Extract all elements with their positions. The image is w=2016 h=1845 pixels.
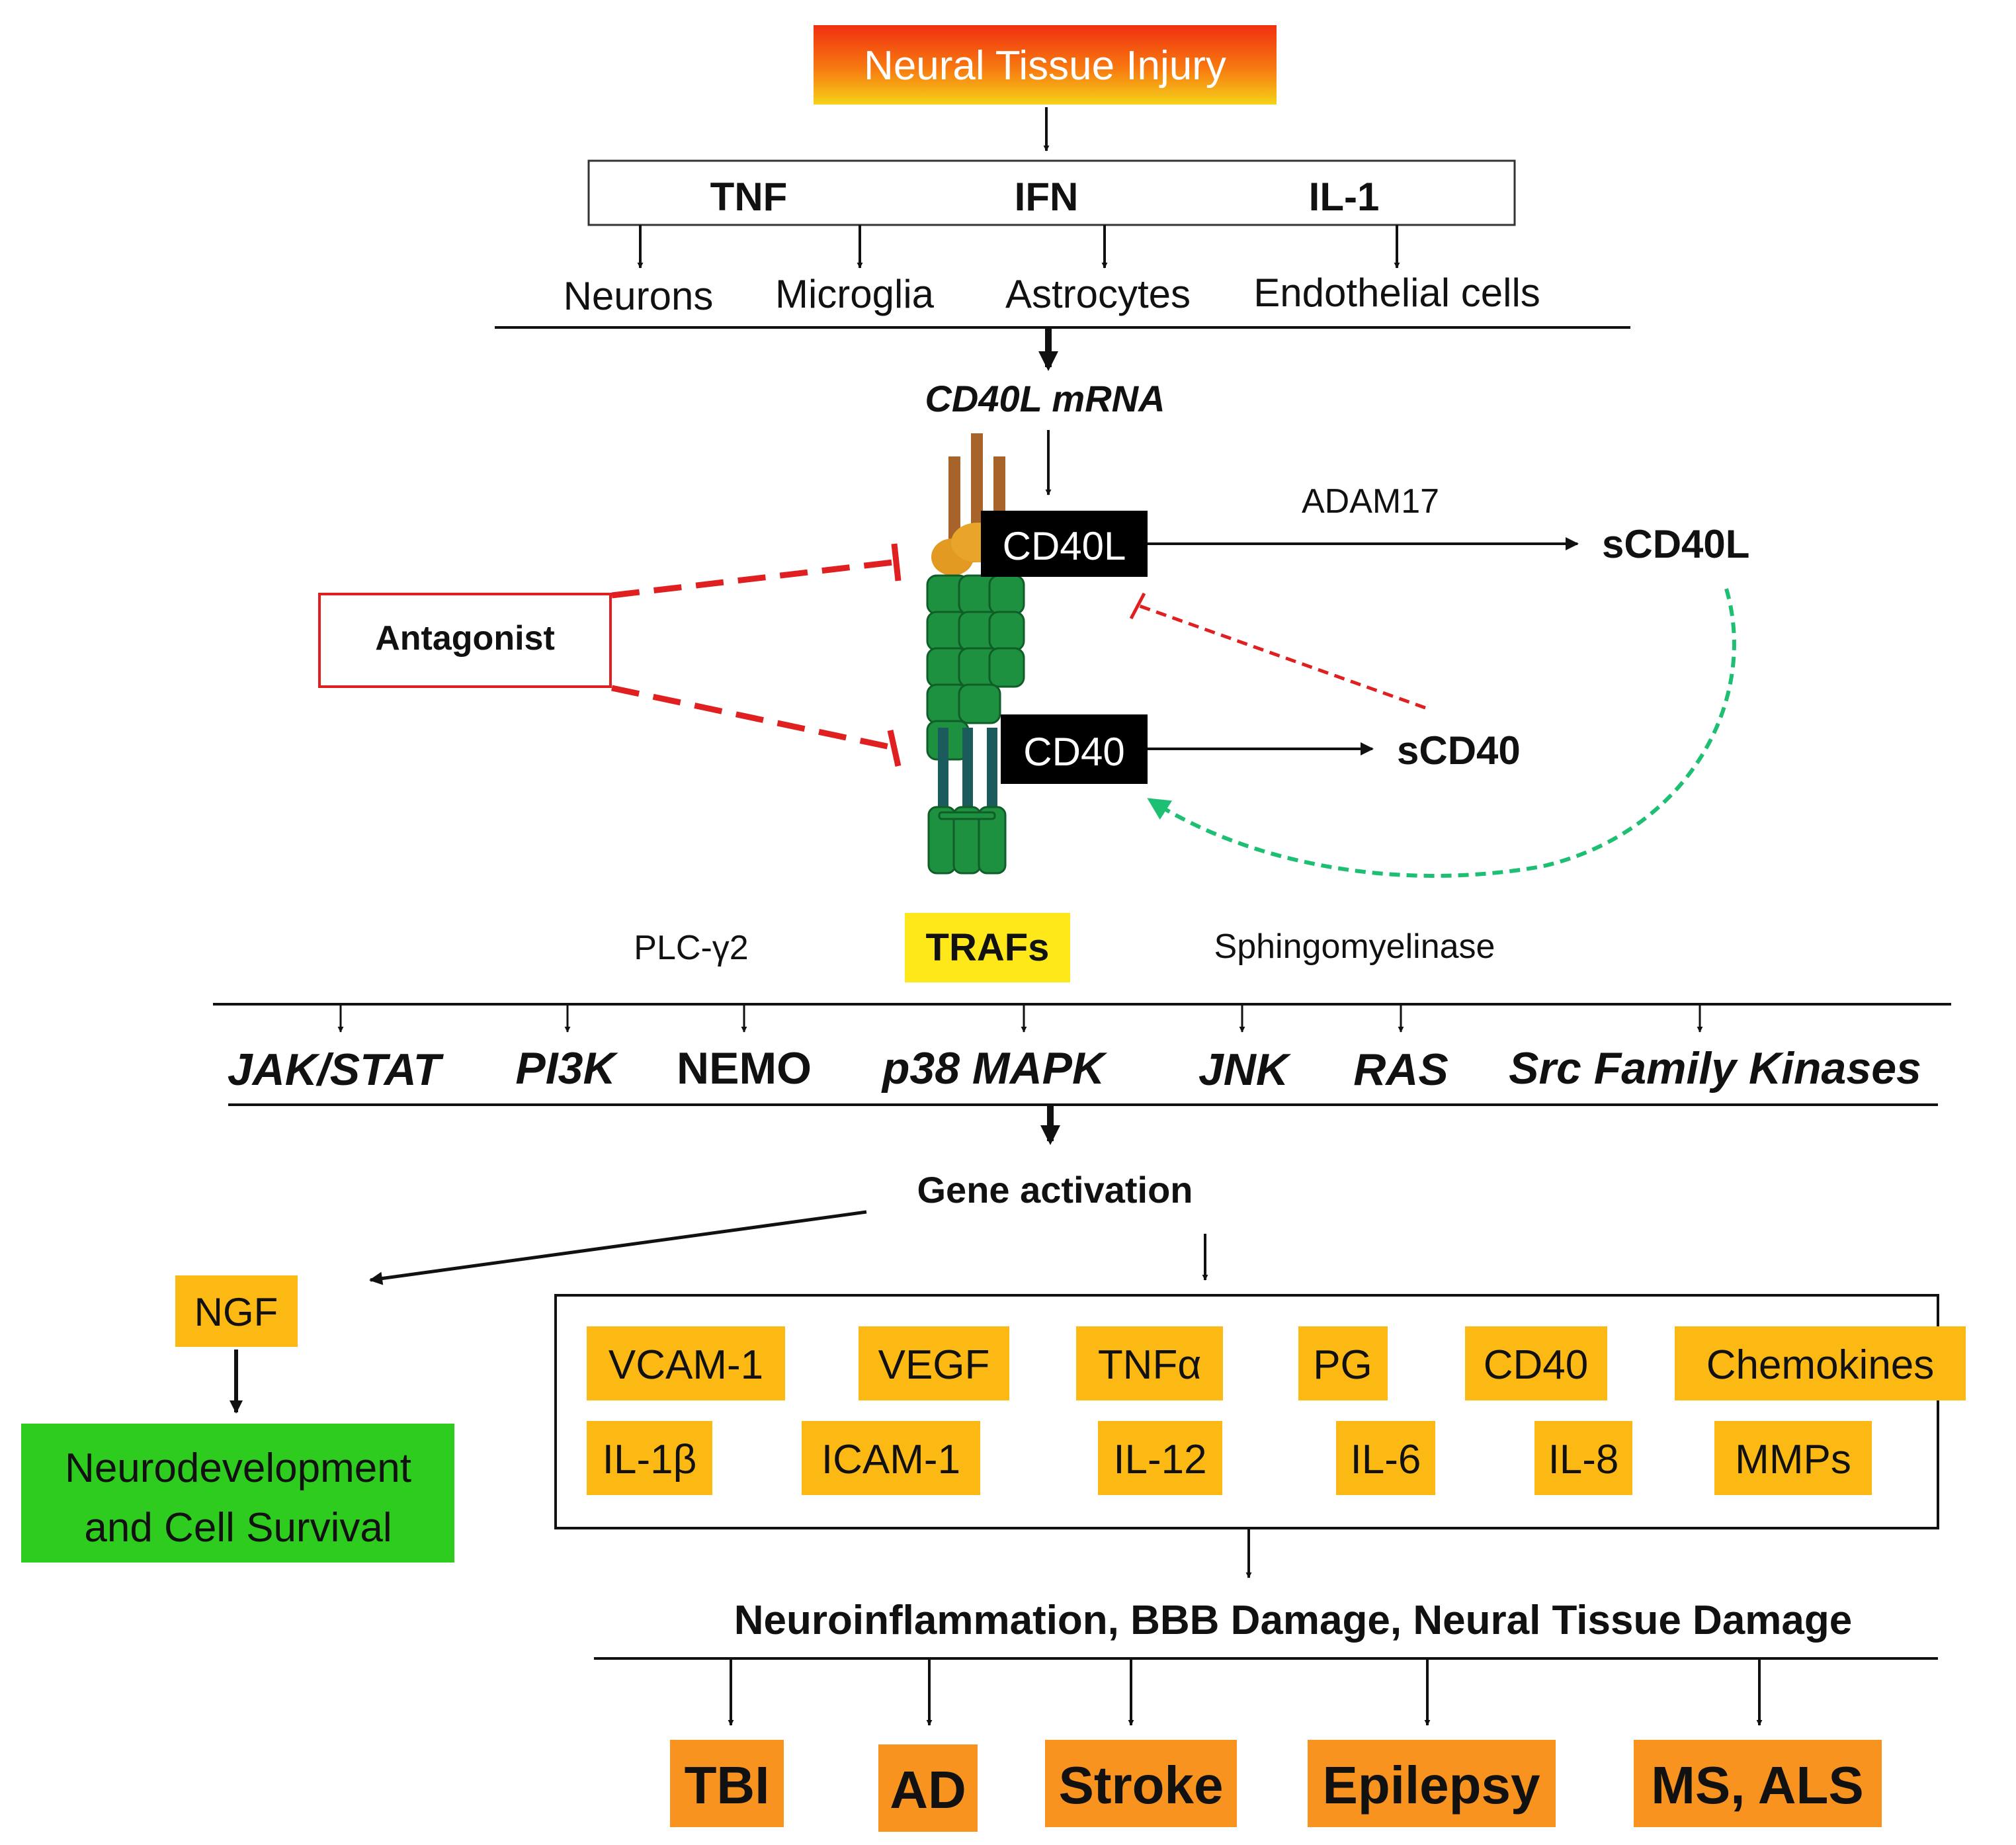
disease-epilepsy-label: Epilepsy — [1322, 1756, 1540, 1815]
scd40-inhibit-cd40l — [1129, 592, 1426, 710]
gene-il8: IL-8 — [1534, 1421, 1632, 1495]
cytokine-il1: IL-1 — [1309, 175, 1380, 219]
gene-tnfa-label: TNFα — [1098, 1342, 1201, 1388]
gene-il12-label: IL-12 — [1113, 1437, 1206, 1482]
disease-ad: AD — [878, 1744, 978, 1832]
disease-stroke: Stroke — [1045, 1740, 1237, 1827]
neurodev-line1: Neurodevelopment — [65, 1445, 411, 1491]
gene-icam1-label: ICAM-1 — [821, 1437, 960, 1482]
pathway-ras: RAS — [1353, 1045, 1449, 1095]
scd40-label: sCD40 — [1397, 728, 1521, 773]
pathway-jakstat: JAK/STAT — [228, 1045, 444, 1095]
pathway-src: Src Family Kinases — [1509, 1043, 1921, 1094]
scd40l-feedback-arrow — [1147, 588, 1736, 878]
receptor-complex-illustration — [926, 433, 1025, 875]
cell-endothelial: Endothelial cells — [1253, 271, 1540, 315]
gene-vegf: VEGF — [859, 1326, 1009, 1400]
ngf-box: NGF — [175, 1275, 298, 1347]
antagonist-inhibit-cd40l — [611, 543, 902, 599]
pathway-jnk: JNK — [1198, 1045, 1292, 1095]
adam17-label: ADAM17 — [1302, 482, 1439, 521]
disease-ad-label: AD — [890, 1760, 966, 1819]
disease-msals-label: MS, ALS — [1651, 1756, 1863, 1815]
cell-neurons: Neurons — [564, 274, 714, 318]
disease-tbi-label: TBI — [685, 1756, 770, 1815]
gene-il1b: IL-1β — [587, 1421, 712, 1495]
gene-cd40-label: CD40 — [1484, 1342, 1589, 1388]
injury-box: Neural Tissue Injury — [814, 25, 1277, 105]
cytokine-ifn: IFN — [1015, 175, 1079, 219]
trafs-box: TRAFs — [905, 913, 1070, 982]
gene-vcam1-label: VCAM-1 — [609, 1342, 763, 1388]
injury-label: Neural Tissue Injury — [864, 43, 1226, 89]
gene-icam1: ICAM-1 — [802, 1421, 980, 1495]
gene-mmps-label: MMPs — [1735, 1437, 1851, 1482]
pathway-pi3k: PI3K — [515, 1043, 618, 1094]
cd40l-mrna-label: CD40L mRNA — [925, 378, 1165, 419]
scd40l-label: sCD40L — [1602, 522, 1749, 566]
disease-epilepsy: Epilepsy — [1308, 1740, 1556, 1827]
cd40l-label: CD40L — [1003, 524, 1126, 568]
cd40l-box: CD40L — [981, 511, 1148, 577]
cytokine-box: TNF IFN IL-1 — [587, 159, 1516, 226]
plc-label: PLC-γ2 — [634, 929, 748, 967]
gene-chemokines: Chemokines — [1675, 1326, 1966, 1400]
gene-il6: IL-6 — [1336, 1421, 1435, 1495]
cell-microglia: Microglia — [775, 272, 935, 316]
gene-pg-label: PG — [1313, 1342, 1372, 1388]
cytokine-tnf: TNF — [710, 175, 788, 219]
disease-tbi: TBI — [670, 1740, 784, 1827]
gene-cd40: CD40 — [1465, 1326, 1607, 1400]
cell-astrocytes: Astrocytes — [1005, 272, 1191, 316]
trafs-label: TRAFs — [926, 926, 1050, 969]
gene-tnfa: TNFα — [1076, 1326, 1223, 1400]
disease-stroke-label: Stroke — [1059, 1756, 1224, 1815]
neurodevelopment-box: Neurodevelopment and Cell Survival — [21, 1424, 454, 1563]
gene-activation-label: Gene activation — [917, 1169, 1193, 1211]
damage-label: Neuroinflammation, BBB Damage, Neural Ti… — [734, 1598, 1853, 1643]
antagonist-box: Antagonist — [318, 593, 612, 688]
gene-il1b-label: IL-1β — [603, 1437, 697, 1482]
gene-vcam1: VCAM-1 — [587, 1326, 785, 1400]
gene-il12: IL-12 — [1098, 1421, 1222, 1495]
cd40-box: CD40 — [1001, 714, 1148, 784]
antagonist-inhibit-cd40 — [611, 685, 902, 767]
ngf-label: NGF — [194, 1290, 278, 1334]
sphingomyelinase-label: Sphingomyelinase — [1214, 927, 1495, 966]
pathway-p38: p38 MAPK — [881, 1043, 1108, 1094]
gene-chemokines-label: Chemokines — [1706, 1342, 1935, 1388]
arrow-gene-to-ngf — [369, 1210, 867, 1285]
neurodev-line2: and Cell Survival — [84, 1505, 392, 1551]
pathway-nemo: NEMO — [677, 1043, 812, 1094]
cd40-label: CD40 — [1023, 730, 1124, 774]
gene-vegf-label: VEGF — [878, 1342, 990, 1388]
disease-msals: MS, ALS — [1634, 1740, 1882, 1827]
gene-il8-label: IL-8 — [1548, 1437, 1619, 1482]
gene-il6-label: IL-6 — [1351, 1437, 1421, 1482]
gene-mmps: MMPs — [1714, 1421, 1872, 1495]
antagonist-label: Antagonist — [375, 619, 555, 658]
gene-pg: PG — [1298, 1326, 1388, 1400]
